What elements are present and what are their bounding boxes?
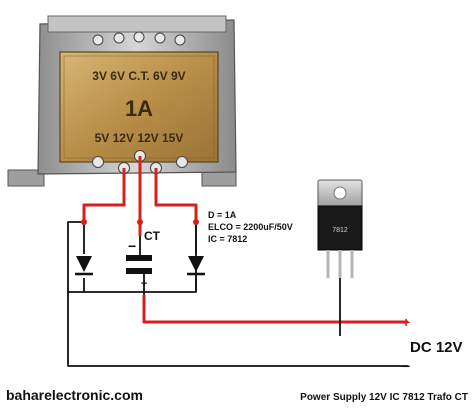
spec-notes: D = 1A ELCO = 2200uF/50V IC = 7812 — [208, 210, 293, 244]
diode-left — [75, 256, 93, 276]
top-terminals — [92, 31, 186, 46]
output-plus-sign: + — [402, 314, 410, 330]
capacitor-positive-sign: + — [141, 278, 147, 290]
spec-capacitor: ELCO = 2200uF/50V — [208, 222, 293, 232]
ct-label: CT — [144, 229, 161, 243]
red-wires — [82, 156, 408, 324]
output-minus-sign: − — [402, 358, 410, 374]
transformer-rating: 1A — [125, 96, 153, 121]
footer-caption: Power Supply 12V IC 7812 Trafo CT — [300, 392, 468, 403]
transformer-coil — [59, 51, 219, 163]
regulator-mount-hole — [333, 186, 347, 200]
transformer-top-bracket — [47, 15, 227, 33]
capacitor-negative-sign: − — [128, 238, 136, 254]
electrolytic-capacitor: − + — [126, 238, 152, 295]
junction-dots — [81, 219, 199, 225]
mounting-foot-left — [7, 169, 45, 187]
ground-wire — [67, 292, 408, 367]
left-winding-wire — [82, 168, 126, 222]
footer-site: baharelectronic.com — [6, 387, 143, 403]
positive-output-wire — [142, 295, 408, 324]
transformer-top-tap-labels: 3V 6V C.T. 6V 9V — [92, 69, 185, 83]
output-voltage-label: DC 12V — [410, 339, 463, 356]
regulator-pins — [326, 250, 354, 278]
diode-right — [187, 256, 205, 276]
transformer: 3V 6V C.T. 6V 9V 1A 5V 12V 12V 15V — [7, 15, 237, 187]
regulator-marking: 7812 — [332, 227, 348, 234]
spec-current: D = 1A — [208, 210, 237, 220]
regulator-body — [317, 205, 363, 251]
transformer-bottom-tap-labels: 5V 12V 12V 15V — [95, 131, 184, 145]
spec-ic: IC = 7812 — [208, 234, 247, 244]
regulator-ic: 7812 — [317, 179, 363, 278]
right-winding-wire — [154, 168, 198, 222]
